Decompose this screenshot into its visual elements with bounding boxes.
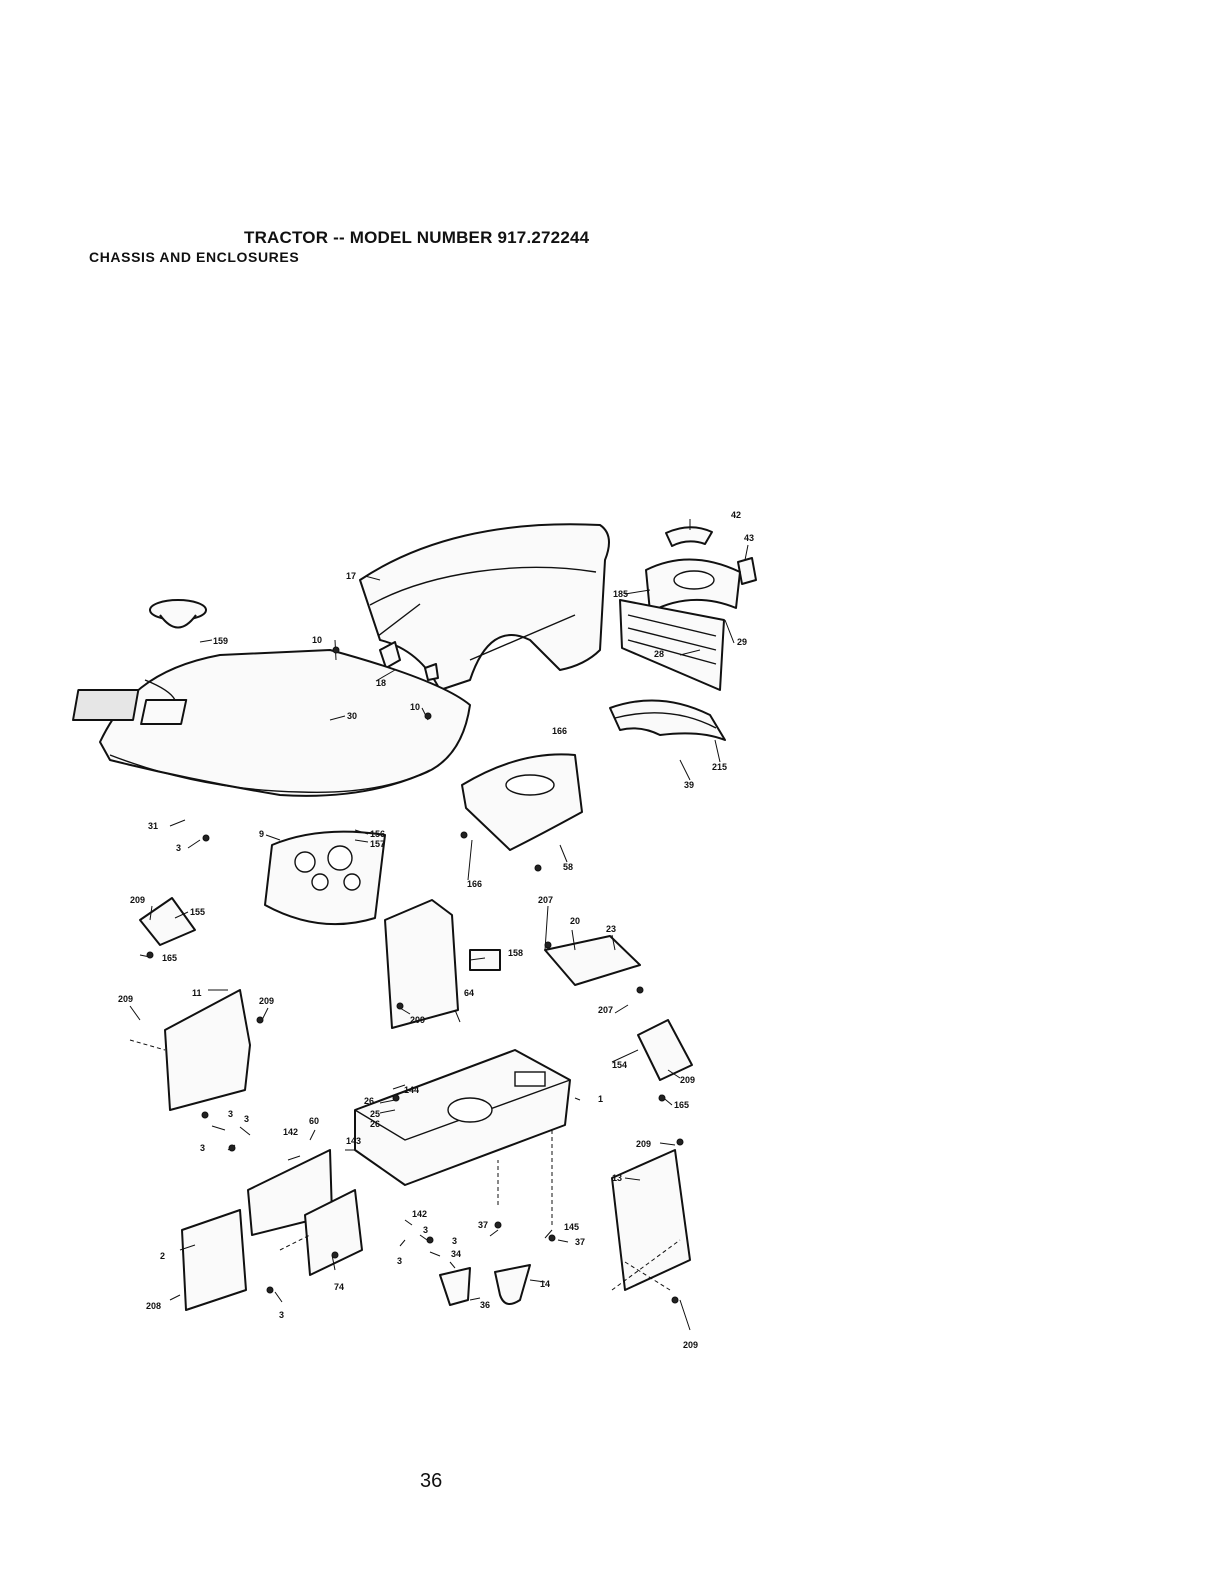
callout-label: 165 <box>674 1100 689 1110</box>
callout-label: 23 <box>606 924 616 934</box>
callout-label: 209 <box>636 1139 651 1149</box>
callout-label: 144 <box>404 1085 419 1095</box>
callout-label: 209 <box>259 996 274 1006</box>
callout-label: 3 <box>279 1310 284 1320</box>
callout-label: 209 <box>683 1340 698 1350</box>
callout-label: 3 <box>200 1143 205 1153</box>
callout-label: 165 <box>162 953 177 963</box>
callout-label: 26 <box>370 1119 380 1129</box>
callout-label: 3 <box>423 1225 428 1235</box>
callout-label: 3 <box>244 1114 249 1124</box>
callout-label: 30 <box>347 711 357 721</box>
callout-label: 39 <box>684 780 694 790</box>
callout-label: 17 <box>346 571 356 581</box>
callout-label: 3 <box>397 1256 402 1266</box>
left-side-panel-part <box>165 990 250 1110</box>
callout-label: 215 <box>712 762 727 772</box>
callout-label: 18 <box>376 678 386 688</box>
callout-label: 20 <box>570 916 580 926</box>
callout-label: 10 <box>410 702 420 712</box>
seat-bracket-part <box>545 936 640 985</box>
callout-label: 60 <box>309 1116 319 1126</box>
callout-label: 3 <box>228 1109 233 1119</box>
callout-label: 29 <box>737 637 747 647</box>
callout-label: 209 <box>410 1015 425 1025</box>
callout-label: 185 <box>613 589 628 599</box>
callout-label: 34 <box>451 1249 461 1259</box>
hood-part <box>360 524 609 690</box>
right-side-panel-part <box>612 1150 690 1290</box>
callout-label: 207 <box>598 1005 613 1015</box>
callout-label: 156 <box>370 829 385 839</box>
callout-label: 36 <box>480 1300 490 1310</box>
frame-rails-part <box>248 1150 362 1275</box>
hitch-plates-part <box>440 1265 530 1305</box>
grille-assembly-part <box>620 527 756 690</box>
callout-label: 28 <box>654 649 664 659</box>
left-hood-bracket-part <box>140 898 195 945</box>
right-hood-bracket-part <box>638 1020 692 1080</box>
callout-label: 154 <box>612 1060 627 1070</box>
callout-label: 74 <box>334 1282 344 1292</box>
callout-label: 157 <box>370 839 385 849</box>
callout-label: 142 <box>283 1127 298 1137</box>
callout-label: 207 <box>538 895 553 905</box>
callout-label: 42 <box>731 510 741 520</box>
callout-label: 166 <box>467 879 482 889</box>
callout-label: 143 <box>346 1136 361 1146</box>
callout-label: 14 <box>540 1279 550 1289</box>
callout-label: 208 <box>146 1301 161 1311</box>
callout-label: 13 <box>612 1173 622 1183</box>
callout-label: 31 <box>148 821 158 831</box>
callout-label: 2 <box>160 1251 165 1261</box>
callout-label: 142 <box>412 1209 427 1219</box>
seat-pan-part <box>462 754 582 850</box>
callout-label: 209 <box>118 994 133 1004</box>
page-number: 36 <box>420 1470 442 1493</box>
callout-label: 159 <box>213 636 228 646</box>
rear-fender-part <box>610 700 725 740</box>
callout-label: 26 <box>364 1096 374 1106</box>
main-frame-part <box>355 1050 570 1185</box>
callout-label: 25 <box>370 1109 380 1119</box>
callout-label: 9 <box>259 829 264 839</box>
callout-label: 145 <box>564 1222 579 1232</box>
callout-label: 155 <box>190 907 205 917</box>
callout-label: 64 <box>464 988 474 998</box>
callout-label: 158 <box>508 948 523 958</box>
callout-label: 37 <box>478 1220 488 1230</box>
callout-label: 1 <box>598 1094 603 1104</box>
callout-label: 166 <box>552 726 567 736</box>
callout-label: 3 <box>176 843 181 853</box>
callout-label: 37 <box>575 1237 585 1247</box>
callout-label: 58 <box>563 862 573 872</box>
callout-label: 3 <box>452 1236 457 1246</box>
callout-label: 11 <box>192 988 202 998</box>
callout-label: 10 <box>312 635 322 645</box>
callout-label: 43 <box>744 533 754 543</box>
front-bumper-part <box>182 1210 246 1310</box>
instrument-panel-part <box>265 832 385 924</box>
callout-label: 209 <box>680 1075 695 1085</box>
callout-label: 209 <box>130 895 145 905</box>
